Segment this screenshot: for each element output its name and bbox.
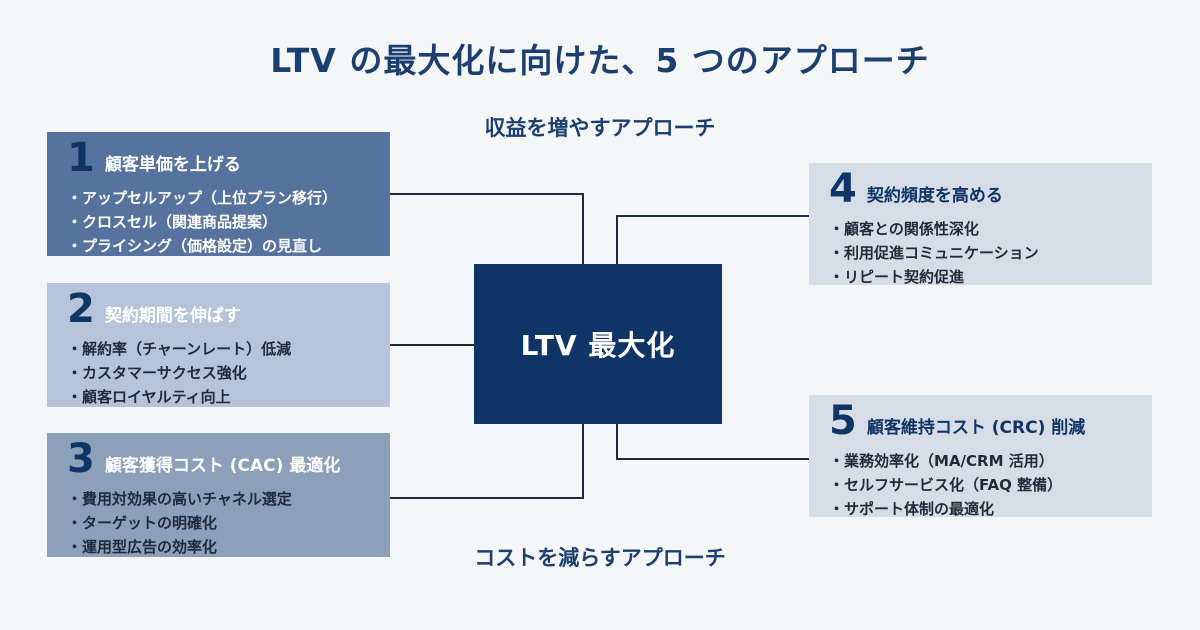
connector-3 [390,424,584,499]
list-item: リピート契約促進 [829,265,1152,289]
box-title: 契約頻度を高める [866,186,1003,206]
connector-4 [616,215,809,264]
list-item: 解約率（チャーンレート）低減 [67,337,390,361]
diagram-title: LTV の最大化に向けた、5 つのアプローチ [270,41,930,80]
box-number: 1 [67,135,95,181]
approach-box-4: 4 契約頻度を高める 顧客との関係性深化 利用促進コミュニケーション リピート契… [809,163,1152,286]
box-number: 4 [829,166,857,212]
box-number: 2 [67,286,95,332]
list-item: 運用型広告の効率化 [67,535,390,559]
approach-box-1: 1 顧客単価を上げる アップセルアップ（上位プラン移行） クロスセル（関連商品提… [47,132,390,256]
connector-5 [616,424,809,460]
list-item: 利用促進コミュニケーション [829,241,1152,265]
list-item: サポート体制の最適化 [829,497,1152,521]
approach-box-5: 5 顧客維持コスト (CRC) 削減 業務効率化（MA/CRM 活用） セルフサ… [809,395,1152,518]
approach-box-2: 2 契約期間を伸ばす 解約率（チャーンレート）低減 カスタマーサクセス強化 顧客… [47,283,390,407]
center-box: LTV 最大化 [474,264,722,424]
box-title: 顧客維持コスト (CRC) 削減 [866,418,1086,438]
list-item: ターゲットの明確化 [67,511,390,535]
revenue-approach-label: 収益を増やすアプローチ [484,116,716,140]
cost-approach-label: コストを減らすアプローチ [474,546,726,570]
box-title: 契約期間を伸ばす [104,306,241,326]
list-item: 費用対効果の高いチャネル選定 [67,487,390,511]
list-item: カスタマーサクセス強化 [67,361,390,385]
list-item: 顧客との関係性深化 [829,217,1152,241]
approach-box-3: 3 顧客獲得コスト (CAC) 最適化 費用対効果の高いチャネル選定 ターゲット… [47,433,390,557]
list-item: セルフサービス化（FAQ 整備） [829,473,1152,497]
box-title: 顧客単価を上げる [104,155,241,175]
list-item: 顧客ロイヤルティ向上 [67,385,390,409]
box-number: 5 [829,398,857,444]
box-title: 顧客獲得コスト (CAC) 最適化 [104,456,341,476]
list-item: 業務効率化（MA/CRM 活用） [829,449,1152,473]
box-number: 3 [67,436,95,482]
list-item: アップセルアップ（上位プラン移行） [67,186,390,210]
list-item: プライシング（価格設定）の見直し [67,234,390,258]
list-item: クロスセル（関連商品提案） [67,210,390,234]
connector-1 [390,193,584,264]
